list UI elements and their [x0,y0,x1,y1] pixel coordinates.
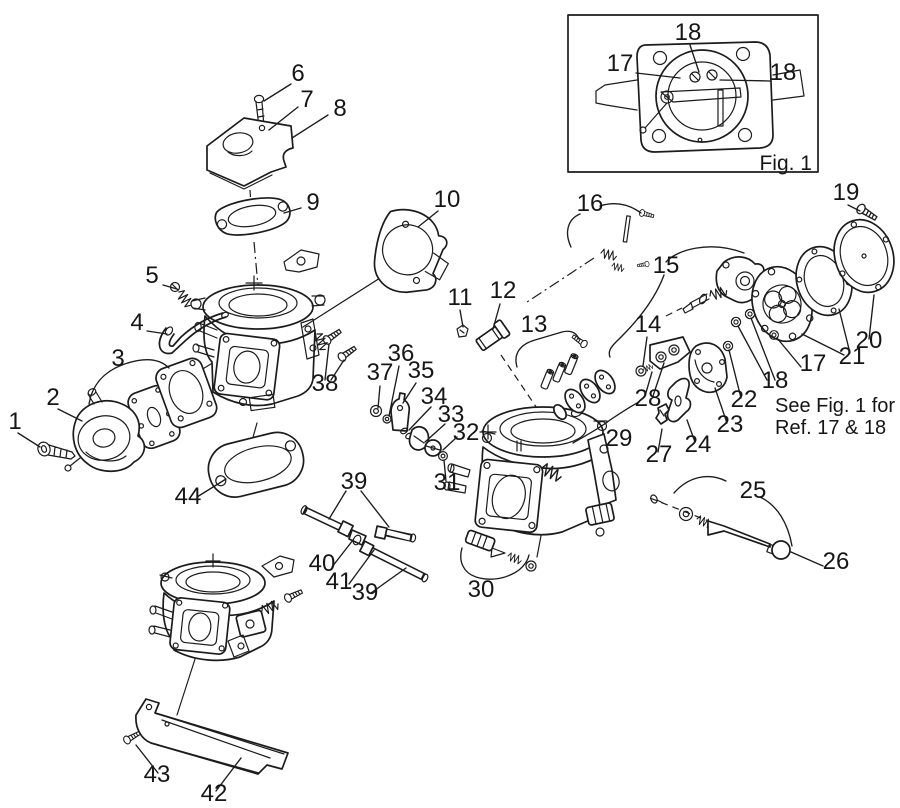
callout-9: 9 [306,189,319,216]
carburetor-top [190,249,331,412]
inset-callout-18-top: 18 [675,19,702,46]
callout-20: 20 [856,327,883,354]
pump-mount-screw [37,441,76,460]
valve-gaskets [552,369,616,421]
callout-35: 35 [408,357,435,384]
needle-assembly [650,494,771,548]
leader-lines [17,44,875,792]
callout-2: 2 [46,384,59,411]
callout-26: 26 [823,548,850,575]
callout-7: 7 [300,86,313,113]
callout-28: 28 [635,385,662,412]
hose-fitting-40 [352,534,362,546]
callout-14: 14 [635,311,662,338]
fuel-pump-body [64,388,146,473]
callout-5: 5 [145,262,158,289]
callout-23: 23 [717,411,744,438]
side-cover [688,342,728,394]
callout-21: 21 [839,343,866,370]
inset-callout-18-right: 18 [770,59,797,86]
boss-bracket [642,336,691,373]
reed-plate [666,377,692,423]
adjuster-knob [766,540,791,560]
callout-10: 10 [434,186,461,213]
hose-joint-41 [358,540,375,557]
note-line-2: Ref. 17 & 18 [775,417,886,439]
bracket-leaders [88,203,793,580]
callout-13: 13 [521,311,548,338]
carburetor-center [443,406,620,537]
callout-36: 36 [388,340,415,367]
captions: Fig. 1 See Fig. 1 for Ref. 17 & 18 [759,152,895,439]
callout-12: 12 [490,277,517,304]
callout-39-upper: 39 [341,468,368,495]
inset-callout-17: 17 [607,50,634,77]
fuel-inlet-tube [158,311,229,355]
callout-41: 41 [326,568,353,595]
callout-6: 6 [291,60,304,87]
spring-kit [599,208,655,273]
callout-25: 25 [740,477,767,504]
callout-31: 31 [434,469,461,496]
callout-33: 33 [438,401,465,428]
callout-4: 4 [130,309,143,336]
callout-29: 29 [606,425,633,452]
callout-22: 22 [731,386,758,413]
retainer-clip [655,403,670,425]
inset-caption: Fig. 1 [759,152,812,175]
needle-jet-holder [475,319,511,352]
note-line-1: See Fig. 1 for [775,395,895,417]
callout-30: 30 [468,576,495,603]
callout-32: 32 [453,419,480,446]
cover-gasket [214,197,291,236]
callout-labels: 1 2 3 4 5 6 7 8 9 10 11 12 13 14 15 16 1… [8,19,882,807]
adjuster-set [464,529,537,572]
callout-40: 40 [309,550,336,577]
inset-fig1 [567,14,819,173]
callout-16: 16 [577,190,604,217]
callout-15: 15 [653,252,680,279]
callout-1: 1 [8,408,21,435]
mount-bracket [135,698,289,775]
callout-18: 18 [762,367,789,394]
callout-44: 44 [175,483,202,510]
flame-arrestor-cover [206,117,294,190]
carburetor-lower [148,553,305,662]
shaft-washer [635,365,647,377]
diaphragm-cover [833,218,895,294]
callout-19: 19 [833,179,860,206]
callout-3: 3 [111,345,124,372]
callout-43: 43 [144,761,171,788]
callout-38: 38 [312,370,339,397]
callout-8: 8 [333,95,346,122]
mount-gasket [207,431,305,498]
callout-42: 42 [201,780,228,807]
callout-27: 27 [646,441,673,468]
callout-34: 34 [421,383,448,410]
inset-carb-top-view [595,41,805,153]
throttle-shaft-parts [369,392,449,462]
callout-39-lower: 39 [352,579,379,606]
cover-screw [253,94,265,128]
bracket-screw [121,728,143,746]
callout-37: 37 [367,359,394,386]
throttle-cable-clip [456,324,469,338]
callout-24: 24 [685,431,712,458]
callout-17: 17 [800,350,827,377]
callout-11: 11 [448,284,473,311]
fuel-hoses [300,505,429,583]
adapter-plate [373,208,449,294]
